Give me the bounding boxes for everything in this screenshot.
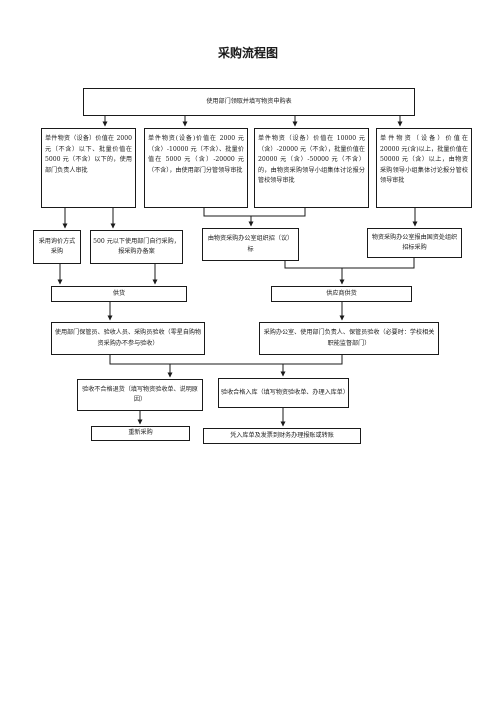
supplier-supply-node: 供应商供货 <box>271 286 412 302</box>
tier4-node-label: 单件物资（设备）价值在 20000 元(含)以上，批量价值在 50000 元（含… <box>380 135 468 184</box>
merge-acceptance <box>109 355 343 365</box>
finance-node-label: 凭入库单及发票到财务办理报账或转账 <box>230 431 334 439</box>
inquiry-node: 采用询价方式采购 <box>33 230 81 264</box>
accept-left-node: 使用部门保管员、验收人员、采购员验收（零星自购物资采购办不参与验收） <box>51 322 205 355</box>
pass-node-label: 验收合格入库（填写物资验收单、办理入库单） <box>221 388 349 396</box>
tier3-node-label: 单件物资（设备）价值在 10000 元（含）-20000 元（不含），批量价值在… <box>258 135 365 184</box>
tier1-node-label: 单件物资（设备）价值在 2000 元（不含）以下、批量价值在 5000 元（不含… <box>45 135 132 174</box>
reject-node-label: 验收不合格退货（填写物资验收单、说明原因） <box>82 385 198 404</box>
bid-office-node-label: 由物资采购办公室组织招（议）标 <box>207 235 294 253</box>
bid-national-node-label: 物资采购办公室报由国资处组织招标采购 <box>371 233 458 252</box>
reject-node: 验收不合格退货（填写物资验收单、说明原因） <box>77 379 203 411</box>
tier3-node: 单件物资（设备）价值在 10000 元（含）-20000 元（不含），批量价值在… <box>254 128 369 208</box>
bid-office-node: 由物资采购办公室组织招（议）标 <box>202 228 299 261</box>
accept-left-node-label: 使用部门保管员、验收人员、采购员验收（零星自购物资采购办不参与验收） <box>54 329 202 347</box>
merge-bid-lines <box>284 258 415 269</box>
pass-node: 验收合格入库（填写物资验收单、办理入库单） <box>218 378 349 408</box>
supply-node: 供货 <box>51 286 187 302</box>
supplier-supply-node-label: 供应商供货 <box>326 289 357 297</box>
page-title: 采购流程图 <box>217 46 278 60</box>
small-purchase-node: 500 元以下使用部门自行采购，报采购办备案 <box>90 230 183 264</box>
tier4-node: 单件物资（设备）价值在 20000 元(含)以上，批量价值在 50000 元（含… <box>376 128 472 208</box>
finance-node: 凭入库单及发票到财务办理报账或转账 <box>203 428 361 444</box>
inquiry-node-label: 采用询价方式采购 <box>38 237 76 256</box>
repurchase-node-label: 重新采购 <box>128 429 153 437</box>
tier2-node-label: 单件物资(设备)价值在 2000 元（含）-10000 元（不含）、批量价值在 … <box>148 135 244 174</box>
tier2-node: 单件物资(设备)价值在 2000 元（含）-10000 元（不含）、批量价值在 … <box>144 128 248 208</box>
accept-right-node-label: 采购办公室、使用部门负责人、保管员验收（必要时：学校相关职能监督部门） <box>263 329 435 347</box>
small-purchase-node-label: 500 元以下使用部门自行采购，报采购办备案 <box>93 237 180 256</box>
accept-right-node: 采购办公室、使用部门负责人、保管员验收（必要时：学校相关职能监督部门） <box>259 322 439 355</box>
tier1-node: 单件物资（设备）价值在 2000 元（不含）以下、批量价值在 5000 元（不含… <box>41 128 136 208</box>
start-node-label: 使用部门领取并填写物资申购表 <box>206 97 292 105</box>
repurchase-node: 重新采购 <box>91 426 190 441</box>
merge-tier2-tier3 <box>203 207 306 217</box>
bid-national-node: 物资采购办公室报由国资处组织招标采购 <box>367 228 462 258</box>
supply-node-label: 供货 <box>112 289 126 297</box>
start-node: 使用部门领取并填写物资申购表 <box>83 88 415 116</box>
